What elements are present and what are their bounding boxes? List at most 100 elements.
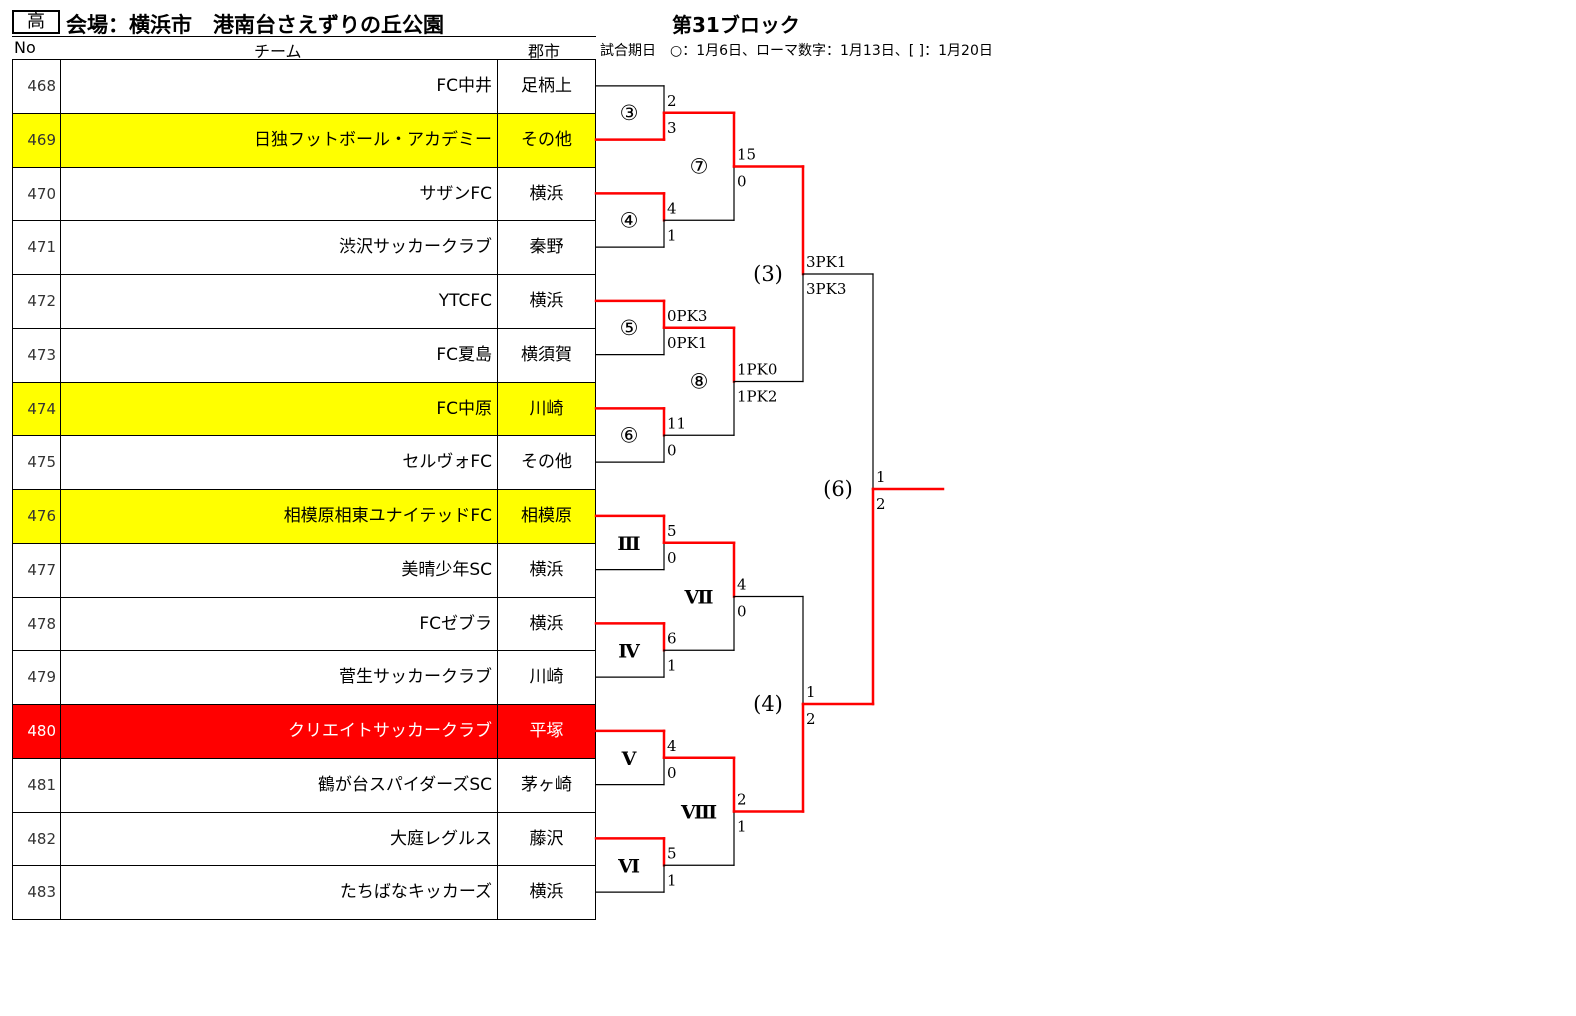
team-name: クリエイトサッカークラブ — [61, 705, 498, 758]
team-city: 平塚 — [529, 721, 564, 741]
score-bottom: 2 — [876, 495, 886, 513]
team-number: 483 — [13, 866, 61, 920]
score-top: 1 — [876, 468, 886, 486]
match-label: (6) — [823, 477, 853, 501]
team-name: FC中原 — [61, 382, 498, 436]
score-bottom: 3 — [667, 119, 677, 137]
level-badge: 高 — [12, 10, 60, 34]
match-label: (4) — [753, 692, 783, 716]
team-city: 茅ヶ崎 — [521, 774, 572, 795]
team-number: 477 — [13, 543, 61, 597]
team-name: 大庭レグルス — [61, 812, 498, 866]
header-underline — [12, 36, 596, 37]
score-top: 0PK3 — [667, 307, 707, 325]
team-number: 468 — [13, 60, 61, 113]
team-name: たちばなキッカーズ — [61, 866, 498, 920]
column-header-city: 郡市 — [528, 42, 561, 61]
team-city: 川崎 — [529, 667, 564, 688]
team-name: サザンFC — [61, 167, 498, 221]
score-top: 4 — [667, 737, 677, 755]
score-bottom: 0 — [737, 603, 747, 621]
team-name: FCゼブラ — [61, 597, 498, 651]
team-city: 横浜 — [529, 882, 564, 903]
block-title: 第31ブロック — [672, 13, 800, 37]
venue-title: 会場：横浜市 港南台さえずりの丘公園 — [66, 13, 444, 37]
team-name: 相模原相東ユナイテッドFC — [61, 490, 498, 543]
team-city: 相模原 — [521, 506, 572, 526]
score-bottom: 0 — [667, 764, 677, 782]
team-city: その他 — [521, 129, 572, 150]
score-bottom: 0 — [737, 173, 747, 191]
team-number: 472 — [13, 275, 61, 328]
score-top: 1 — [806, 683, 816, 701]
team-number: 478 — [13, 597, 61, 651]
team-name: 日独フットボール・アカデミー — [61, 113, 498, 167]
match-label: ⑦ — [690, 155, 709, 179]
score-top: 6 — [667, 629, 677, 647]
match-label: Ⅷ — [680, 802, 717, 824]
team-city: 横須賀 — [521, 344, 572, 365]
score-top: 5 — [667, 522, 677, 540]
team-name: FC中井 — [61, 60, 498, 113]
column-header-team: チーム — [254, 42, 302, 61]
score-bottom: 1 — [737, 818, 747, 836]
score-bottom: 0PK1 — [667, 334, 707, 352]
match-date-legend: 試合期日 ○：1月6日、ローマ数字：1月13日、[ ]：1月20日 — [600, 43, 993, 59]
match-label: Ⅵ — [617, 855, 640, 877]
team-number: 475 — [13, 436, 61, 490]
score-top: 5 — [667, 844, 677, 862]
team-city: その他 — [521, 452, 572, 473]
score-bottom: 0 — [667, 441, 677, 459]
match-label: Ⅴ — [621, 748, 638, 770]
match-label: ⑧ — [690, 370, 709, 394]
score-bottom: 3PK3 — [806, 280, 846, 298]
team-city: 足柄上 — [521, 76, 572, 96]
team-number: 476 — [13, 490, 61, 543]
team-name: 渋沢サッカークラブ — [61, 221, 498, 275]
team-number: 473 — [13, 328, 61, 382]
score-bottom: 2 — [806, 710, 816, 728]
score-bottom: 0 — [667, 549, 677, 567]
score-bottom: 1 — [667, 871, 677, 889]
match-label: ⑤ — [620, 316, 639, 340]
match-label: Ⅲ — [617, 533, 640, 555]
match-label: (3) — [753, 262, 783, 286]
team-name: YTCFC — [61, 275, 498, 328]
score-bottom: 1PK2 — [737, 388, 777, 406]
team-city: 横浜 — [529, 613, 564, 634]
match-label: Ⅶ — [684, 587, 714, 609]
team-city: 川崎 — [529, 398, 564, 419]
team-city: 横浜 — [529, 291, 564, 311]
score-top: 2 — [737, 791, 747, 809]
team-city: 藤沢 — [529, 828, 564, 849]
column-header-no: No — [14, 38, 36, 57]
score-top: 2 — [667, 92, 677, 110]
team-name: FC夏島 — [61, 328, 498, 382]
match-label: Ⅳ — [618, 640, 640, 662]
team-name: 美晴少年SC — [61, 543, 498, 597]
match-label: ⑥ — [620, 423, 639, 447]
score-top: 11 — [667, 414, 686, 432]
score-top: 3PK1 — [806, 253, 846, 271]
score-bottom: 1 — [667, 226, 677, 244]
score-top: 4 — [667, 199, 677, 217]
team-city: 秦野 — [529, 237, 564, 258]
score-top: 15 — [737, 146, 756, 164]
team-city: 横浜 — [529, 183, 564, 204]
team-name: セルヴォFC — [61, 436, 498, 490]
team-city: 横浜 — [529, 559, 564, 580]
